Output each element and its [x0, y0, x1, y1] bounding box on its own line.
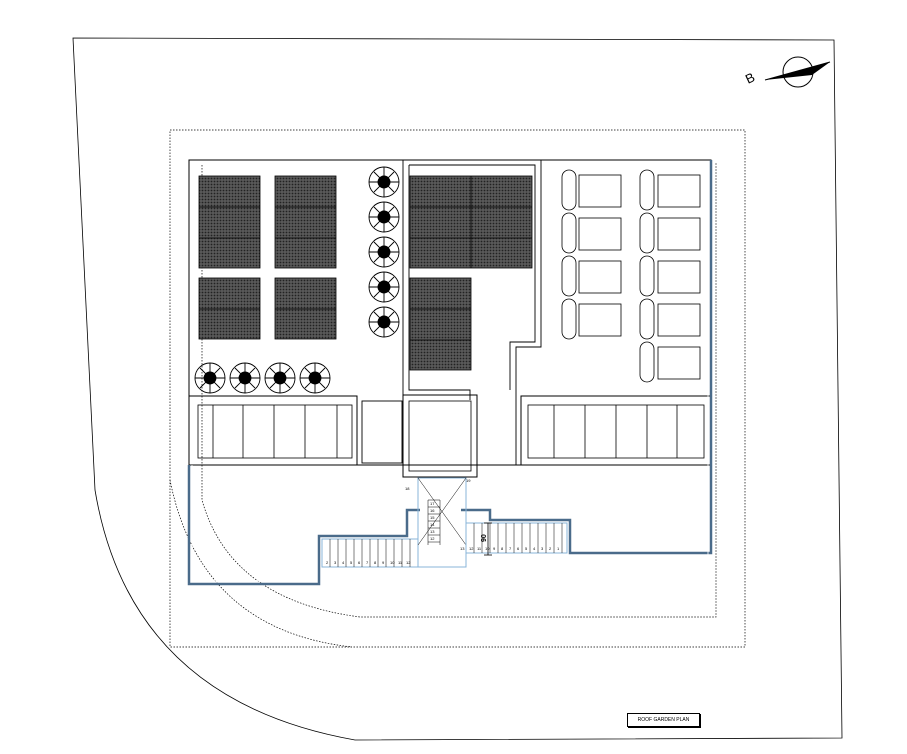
north-label: B	[743, 69, 757, 86]
step-number: 9	[493, 546, 496, 551]
elevator-shaft	[402, 394, 478, 478]
step-number: 12	[406, 560, 411, 565]
site-boundary	[72, 37, 843, 741]
step-number: 10	[390, 560, 395, 565]
level-marker	[484, 522, 492, 556]
step-number: 5	[525, 546, 528, 551]
step-number: 14	[430, 522, 435, 527]
step-number: 5	[350, 560, 353, 565]
step-number: 3	[541, 546, 544, 551]
step-number: 11	[398, 560, 403, 565]
step-number: 6	[517, 546, 520, 551]
planter-row-left	[188, 395, 358, 466]
tree-column	[368, 166, 400, 338]
step-number: 18	[405, 486, 410, 491]
solar-panels-left	[198, 175, 337, 340]
elevator-car	[408, 400, 472, 472]
step-number: 12	[469, 546, 474, 551]
step-number: 16	[430, 508, 435, 513]
stairs-right-numbers: 13 12 11 10 9 8 7 6 5 4 3 2 1	[460, 546, 560, 551]
step-number: 8	[501, 546, 504, 551]
tree-row	[194, 362, 331, 394]
step-number: 8	[374, 560, 377, 565]
stairs-middle-numbers: 17 16 15 14 13 12 18 19	[405, 478, 471, 541]
step-number: 1	[557, 546, 560, 551]
step-number: 11	[477, 546, 482, 551]
step-number: 17	[430, 501, 435, 506]
step-number: 15	[430, 515, 435, 520]
storage-box	[361, 400, 403, 464]
stairs-right	[465, 522, 568, 554]
north-arrow-icon	[764, 56, 831, 88]
sun-loungers	[561, 169, 701, 383]
level-label: 90	[481, 534, 488, 542]
step-number: 4	[533, 546, 536, 551]
step-number: 12	[430, 536, 435, 541]
step-number: 3	[334, 560, 337, 565]
step-number: 2	[549, 546, 552, 551]
step-number: 6	[358, 560, 361, 565]
stairs-left-numbers: 2 3 4 5 6 7 8 9 10 11 12	[326, 560, 411, 565]
parapet-wall	[187, 160, 713, 586]
drawing-title: ROOF GARDEN PLAN	[627, 713, 700, 727]
step-number: 4	[342, 560, 345, 565]
setback-curve	[169, 479, 353, 648]
step-number: 7	[509, 546, 512, 551]
step-number: 13	[430, 529, 435, 534]
step-number: 19	[466, 478, 471, 483]
stairs-middle	[417, 477, 467, 568]
step-number: 2	[326, 560, 329, 565]
step-number: 9	[382, 560, 385, 565]
step-number: 7	[366, 560, 369, 565]
step-number: 13	[460, 546, 465, 551]
stairs-left	[321, 538, 419, 568]
